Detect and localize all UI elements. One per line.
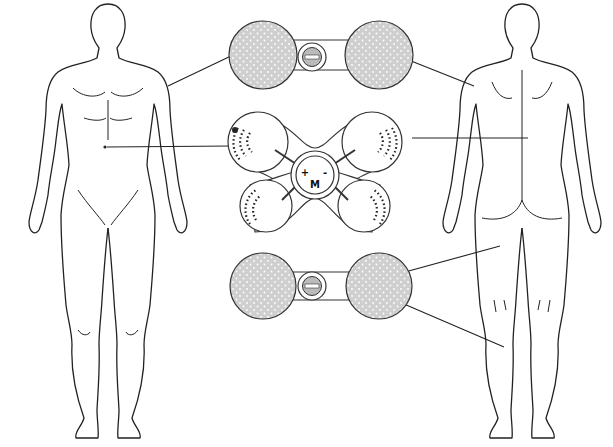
two-pad-device-bottom [230,253,412,319]
back-body [443,4,601,438]
front-body [29,4,187,438]
button-symbol: - [323,168,327,178]
button-symbol: M [310,180,320,190]
leader-lines [107,55,528,347]
two-pad-device-top [229,21,413,89]
button-symbol: + [301,168,309,178]
four-pad-device [228,112,402,232]
